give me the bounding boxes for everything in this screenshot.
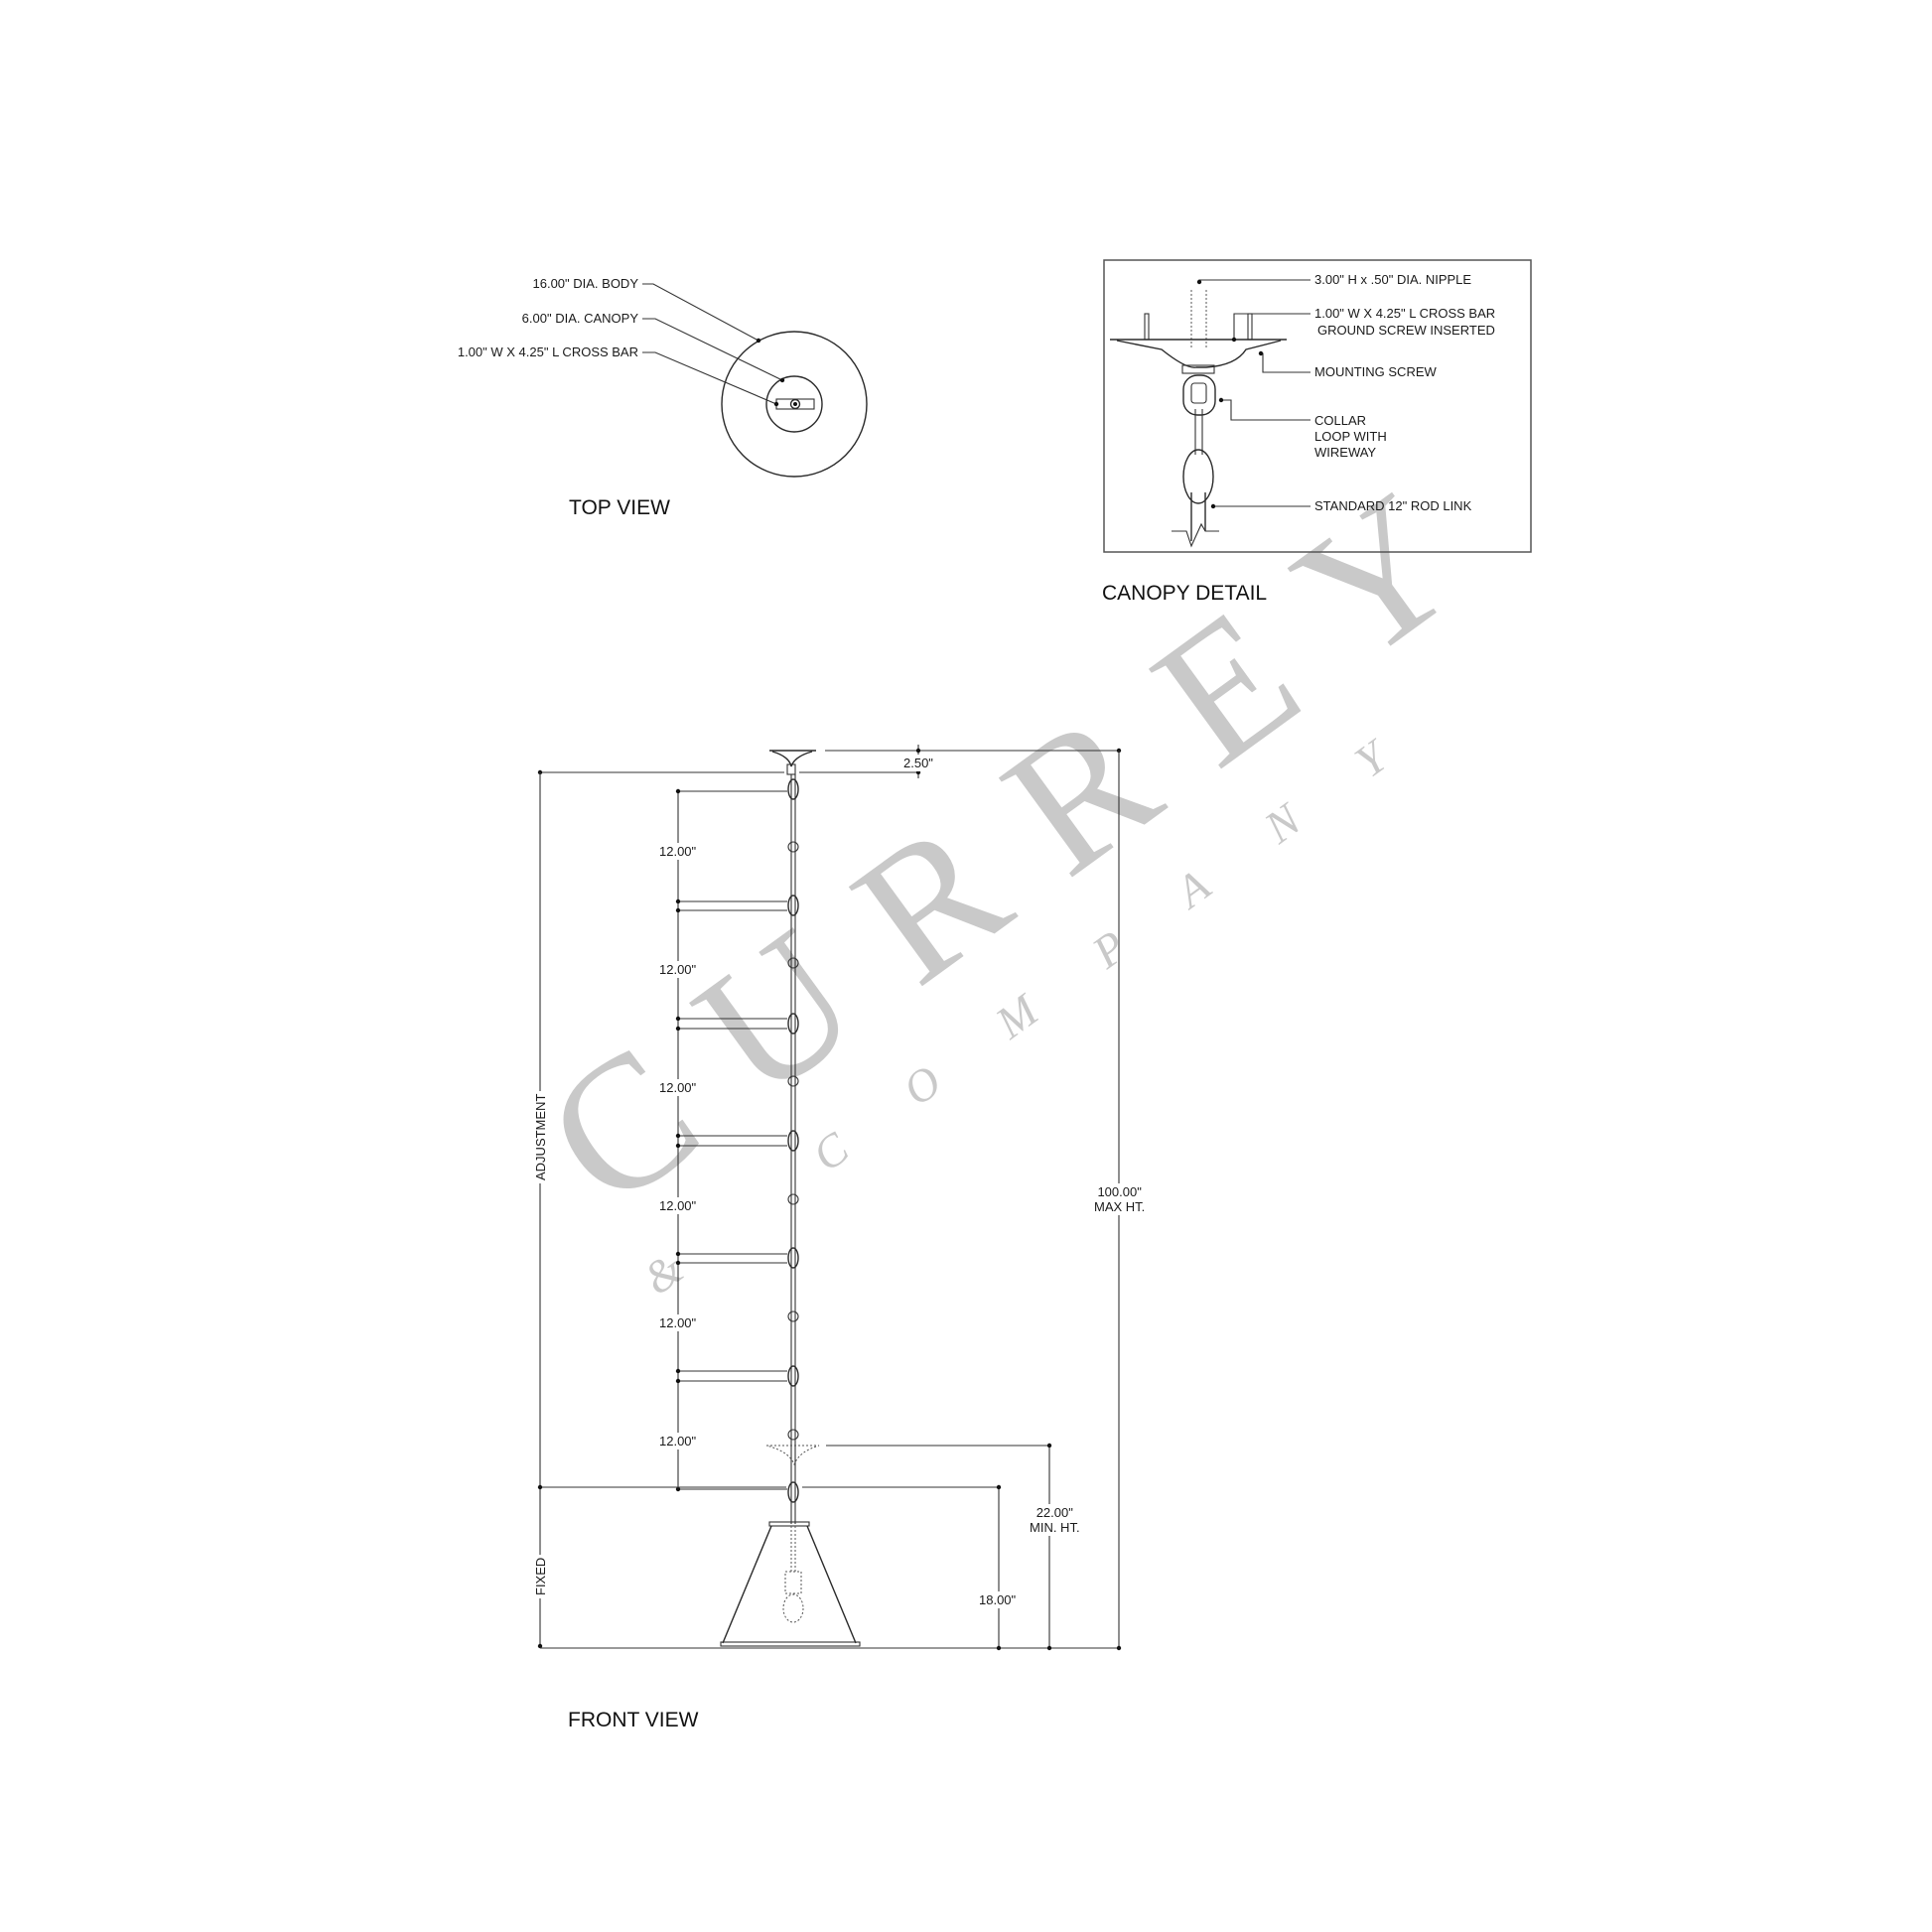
rod-segment-dim-1: 12.00" [659,843,697,860]
fixed-label: FIXED [533,1554,548,1598]
min-height-dim: 22.00" MIN. HT. [1030,1504,1080,1536]
canopy-callout-loop: LOOP WITH [1314,429,1387,444]
rod-segment-dim-5: 12.00" [659,1314,697,1331]
min-height-value: 22.00" [1035,1505,1073,1520]
rod-segment-dim-3: 12.00" [659,1079,697,1096]
canopy-callout-collar: COLLAR [1314,413,1367,428]
top-view-title: TOP VIEW [569,496,670,519]
top-view-callout-body: 16.00" DIA. BODY [532,276,639,291]
canopy-callout-crossbar: 1.00" W X 4.25" L CROSS BAR [1314,306,1496,321]
front-view-title: FRONT VIEW [568,1709,699,1731]
rod-segment-dim-4: 12.00" [659,1197,697,1214]
canopy-callout-rod-link: STANDARD 12" ROD LINK [1314,498,1472,513]
top-view-drawing [642,283,868,478]
canopy-callout-wireway: WIREWAY [1314,445,1377,460]
canopy-callout-mounting-screw: MOUNTING SCREW [1314,364,1437,379]
canopy-height-dim: 2.50" [903,755,933,771]
min-height-label: MIN. HT. [1030,1520,1080,1535]
top-view-callout-canopy: 6.00" DIA. CANOPY [521,311,638,326]
rod-segment-dim-2: 12.00" [659,961,697,978]
canopy-callout-ground-screw: GROUND SCREW INSERTED [1317,323,1495,338]
top-view-callout-crossbar: 1.00" W X 4.25" L CROSS BAR [457,345,638,359]
canopy-detail-title: CANOPY DETAIL [1102,582,1268,605]
fixed-height-dim: 18.00" [979,1591,1017,1608]
canopy-callout-nipple: 3.00" H x .50" DIA. NIPPLE [1314,272,1472,287]
adjustment-label: ADJUSTMENT [533,1090,548,1183]
max-height-label: MAX HT. [1094,1199,1146,1214]
max-height-value: 100.00" [1097,1184,1142,1199]
max-height-dim: 100.00" MAX HT. [1094,1183,1146,1215]
rod-segment-dim-6: 12.00" [659,1433,697,1449]
canopy-detail-drawing [1103,259,1532,553]
